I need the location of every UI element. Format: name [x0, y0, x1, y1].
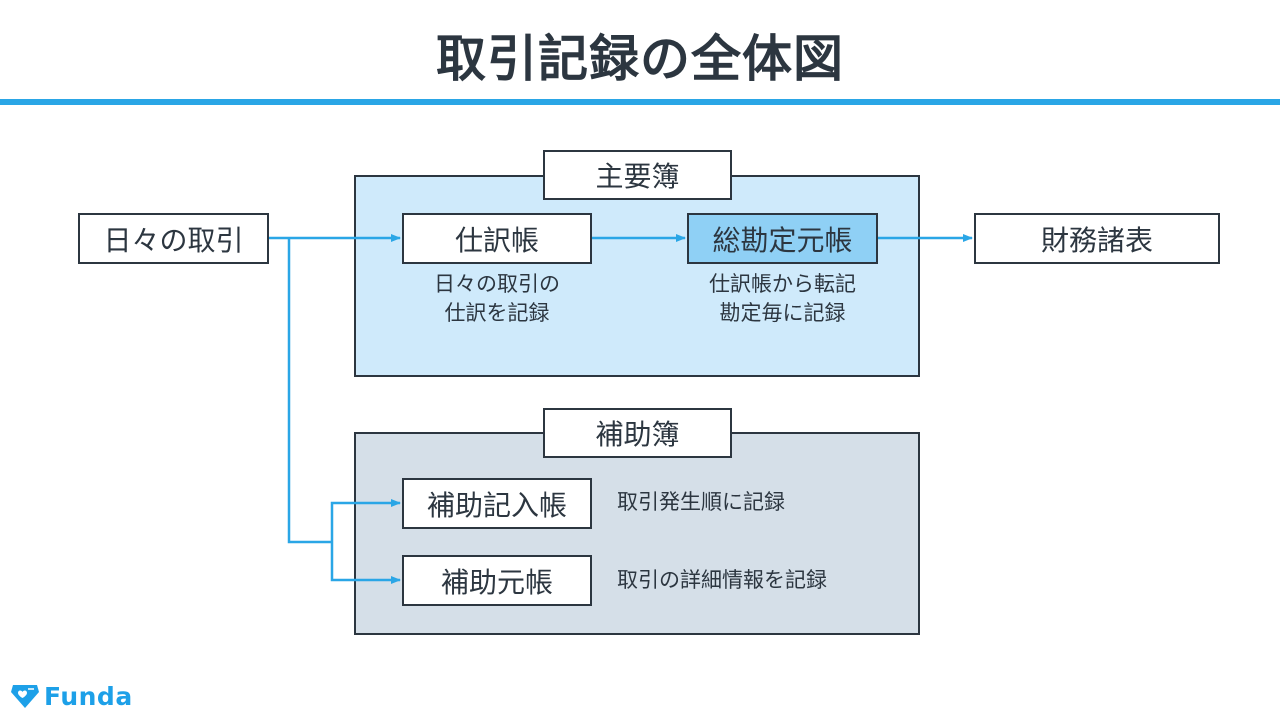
general-ledger-description: 仕訳帳から転記 勘定毎に記録 — [672, 270, 893, 328]
diamond-heart-icon — [11, 685, 39, 708]
logo-text: Funda — [44, 681, 133, 711]
arrow-to-aux-journal — [330, 499, 401, 542]
general-ledger-description-line-2: 勘定毎に記録 — [719, 301, 846, 325]
journal-description-line-2: 仕訳を記録 — [444, 301, 550, 325]
funda-logo: Funda — [10, 680, 133, 712]
main-ledger-label: 主要簿 — [543, 150, 732, 200]
daily-transactions-node: 日々の取引 — [78, 213, 269, 264]
title-underline — [0, 99, 1280, 105]
aux-journal-node: 補助記入帳 — [402, 478, 592, 529]
aux-ledger-description: 取引の詳細情報を記録 — [617, 568, 827, 592]
sub-ledger-label: 補助簿 — [543, 408, 732, 458]
main-ledger-group — [354, 175, 920, 377]
journal-node: 仕訳帳 — [402, 213, 592, 264]
line-daily-to-sub-branch — [287, 238, 332, 544]
journal-description: 日々の取引の 仕訳を記録 — [402, 270, 592, 328]
aux-ledger-node: 補助元帳 — [402, 555, 592, 606]
arrow-to-aux-ledger — [330, 542, 401, 584]
financial-statements-node: 財務諸表 — [974, 213, 1220, 264]
page-title: 取引記録の全体図 — [436, 30, 844, 88]
aux-journal-description: 取引発生順に記録 — [617, 490, 785, 514]
general-ledger-description-line-1: 仕訳帳から転記 — [709, 272, 856, 296]
journal-description-line-1: 日々の取引の — [434, 272, 560, 296]
general-ledger-node: 総勘定元帳 — [687, 213, 878, 264]
